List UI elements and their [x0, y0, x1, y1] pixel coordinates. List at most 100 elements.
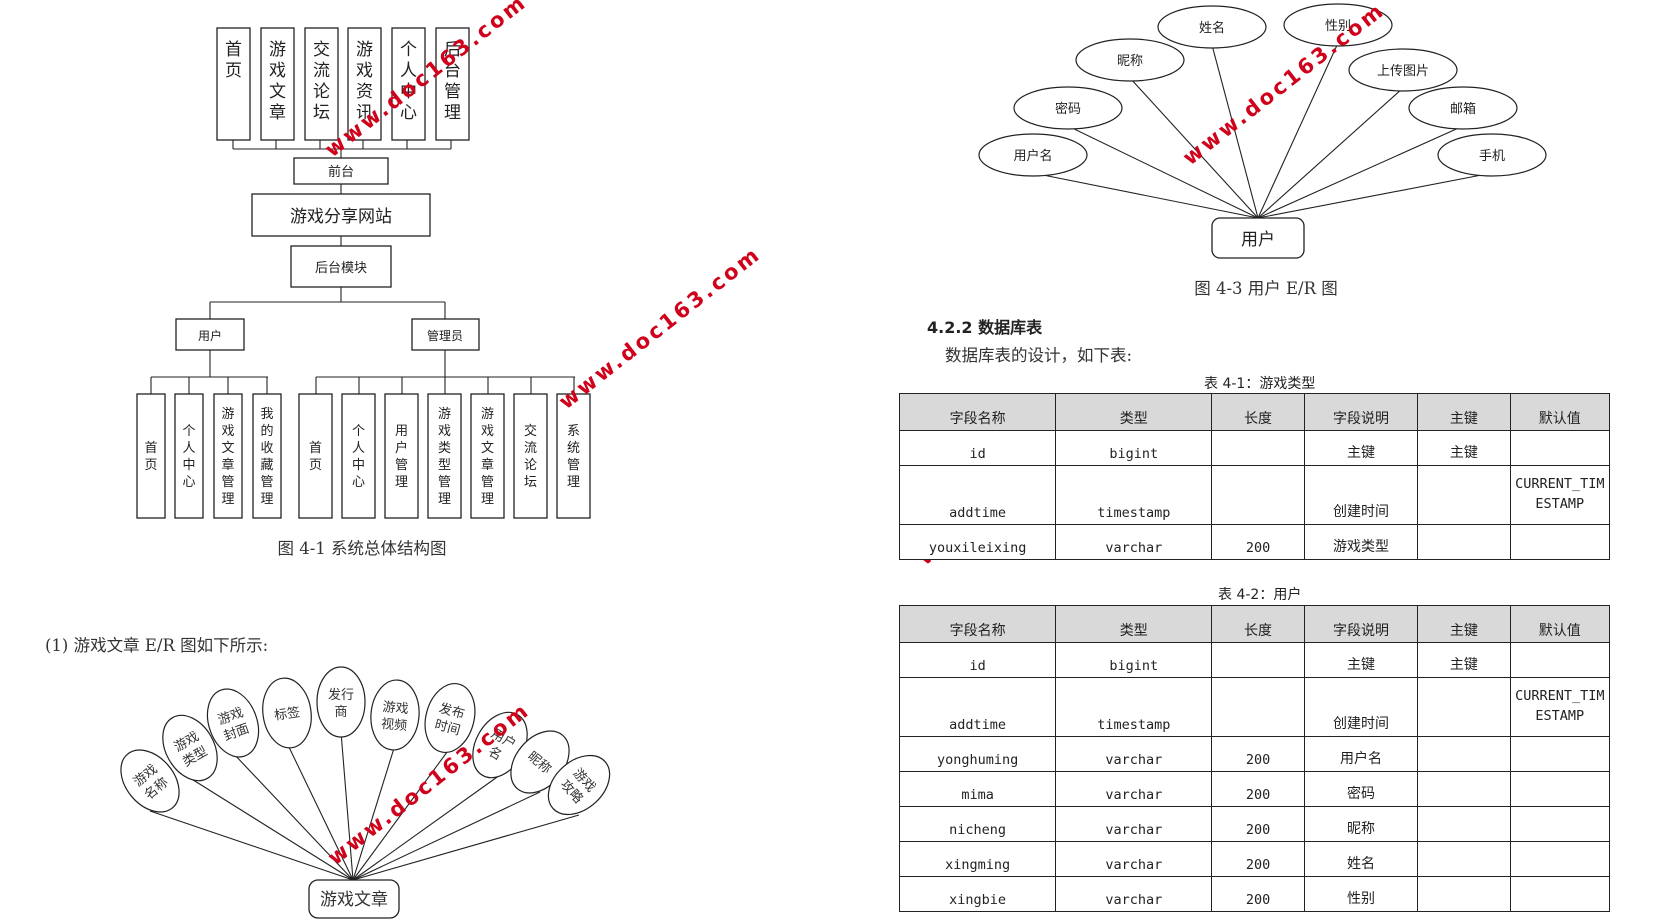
- article-attribute: 游戏攻略: [547, 754, 611, 816]
- user-attribute-label: 密码: [1055, 101, 1081, 117]
- table-cell: id: [898, 642, 1057, 678]
- user-module-box: [174, 393, 204, 519]
- admin-module-box: [513, 393, 548, 519]
- table-cell: 200: [1211, 841, 1305, 877]
- user-module-label: 游戏文章管理: [221, 407, 234, 507]
- table-cell: nicheng: [898, 806, 1057, 842]
- table-header-cell: 类型: [1055, 605, 1213, 643]
- top-module-box: [216, 27, 251, 141]
- article-attribute-label: 发行商: [328, 687, 354, 720]
- table-cell: bigint: [1055, 642, 1213, 678]
- table-header-cell: 字段名称: [898, 605, 1057, 643]
- table-cell: [1417, 771, 1511, 807]
- table-cell: 200: [1211, 876, 1305, 912]
- admin-label: 管理员: [427, 328, 463, 343]
- table-cell: [1417, 524, 1511, 560]
- table-cell: [1509, 806, 1611, 842]
- front-label: 前台: [328, 164, 354, 180]
- article-attribute-label: 发布时间: [433, 700, 467, 739]
- table-header-row: 字段名称类型长度字段说明主键默认值: [898, 605, 1611, 643]
- watermark-text: www.doc163.com: [554, 242, 765, 414]
- top-module-label: 首页: [225, 40, 242, 81]
- admin-module-label: 游戏类型管理: [438, 407, 451, 507]
- top-module-label: 游戏资讯: [356, 40, 373, 123]
- table-cell: youxileixing: [898, 524, 1057, 560]
- user-attribute: [1075, 38, 1185, 82]
- user-er-caption: 图 4-3 用户 E/R 图: [1194, 279, 1338, 298]
- top-module-box: [391, 27, 426, 141]
- admin-module-label: 用户管理: [395, 424, 408, 490]
- article-er-intro: (1) 游戏文章 E/R 图如下所示:: [45, 636, 268, 655]
- table-cell: timestamp: [1055, 465, 1213, 525]
- table-cell: yonghuming: [898, 736, 1057, 772]
- table-cell: timestamp: [1055, 677, 1213, 737]
- backend-box: [290, 245, 392, 288]
- table-cell: 性别: [1303, 876, 1419, 912]
- article-attribute: 游戏封面: [206, 688, 260, 758]
- top-module-label: 个人中心: [400, 40, 417, 123]
- table-cell: [1211, 642, 1305, 678]
- admin-module-box: [384, 393, 419, 519]
- table-cell: 姓名: [1303, 841, 1419, 877]
- table-cell: addtime: [898, 677, 1057, 737]
- table-cell: varchar: [1055, 771, 1213, 807]
- top-module-label: 交流论坛: [313, 40, 330, 123]
- table-cell: 200: [1211, 736, 1305, 772]
- table-header-cell: 长度: [1211, 605, 1305, 643]
- user-attribute-label: 姓名: [1199, 20, 1225, 36]
- admin-module-box: [556, 393, 591, 519]
- root-label: 游戏分享网站: [290, 207, 392, 227]
- table-cell: 主键: [1417, 430, 1511, 466]
- admin-module-box: [341, 393, 376, 519]
- top-module-box: [347, 27, 382, 141]
- front-box: [293, 157, 389, 185]
- table-cell: 主键: [1303, 642, 1419, 678]
- table-cell: [1417, 465, 1511, 525]
- table-cell: xingbie: [898, 876, 1057, 912]
- top-module-label: 后台管理: [444, 40, 461, 123]
- table-header-cell: 字段名称: [898, 393, 1057, 431]
- table-cell: [1509, 642, 1611, 678]
- article-attribute: 发布时间: [424, 683, 476, 753]
- user-module-box: [213, 393, 243, 519]
- article-entity-label: 游戏文章: [320, 890, 388, 910]
- table-cell: 游戏类型: [1303, 524, 1419, 560]
- user-attribute-label: 上传图片: [1377, 64, 1429, 79]
- user-attribute: [1408, 86, 1518, 130]
- table-cell: [1509, 771, 1611, 807]
- admin-module-label: 首页: [309, 441, 322, 473]
- admin-module-label: 系统管理: [567, 424, 580, 490]
- table-cell: [1417, 736, 1511, 772]
- root-box: [251, 193, 431, 237]
- admin-box: [411, 318, 480, 351]
- article-attribute-label: 标签: [273, 704, 301, 723]
- table-cell: [1211, 677, 1305, 737]
- article-er-diagram: 游戏名称游戏类型游戏封面标签发行商游戏视频发布时间用户名昵称游戏攻略游戏文章: [120, 666, 611, 919]
- structure-caption: 图 4-1 系统总体结构图: [277, 539, 446, 558]
- table-cell: xingming: [898, 841, 1057, 877]
- user-attribute-label: 手机: [1479, 149, 1505, 164]
- user-attribute: [1348, 48, 1458, 92]
- table-cell: varchar: [1055, 736, 1213, 772]
- top-module-box: [435, 27, 470, 141]
- article-entity-box: [308, 879, 400, 919]
- user-attribute-label: 昵称: [1117, 54, 1143, 69]
- table-header-cell: 主键: [1417, 605, 1511, 643]
- admin-module-box: [298, 393, 333, 519]
- table-cell: [1417, 806, 1511, 842]
- db-section-intro: 数据库表的设计，如下表:: [945, 346, 1133, 365]
- table-cell: 昵称: [1303, 806, 1419, 842]
- article-attribute: 游戏名称: [120, 749, 180, 813]
